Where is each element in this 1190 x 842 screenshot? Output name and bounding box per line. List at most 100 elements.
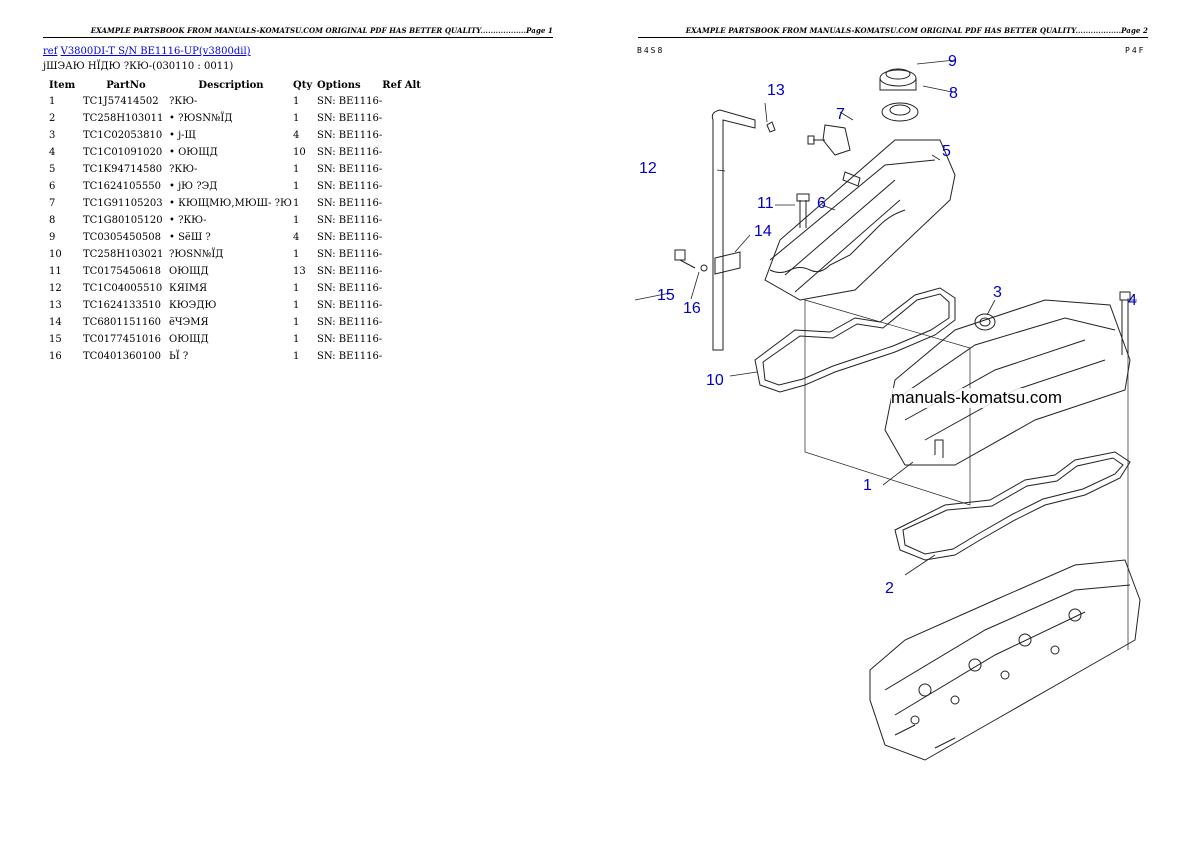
- cell-options: SN: BE1116-: [317, 215, 383, 226]
- cell-ref-alt: [382, 314, 422, 331]
- cell-description: ЬЇ ?: [169, 351, 189, 362]
- cell-item: 1: [49, 96, 56, 107]
- cell-description: • ОЮЩД: [169, 147, 218, 158]
- cell-item: 16: [49, 351, 62, 362]
- callout-7: 7: [836, 106, 845, 123]
- cell-qty: 4: [293, 130, 300, 141]
- cell-ref-alt: [382, 212, 422, 229]
- parts-table: Item PartNo Description Qty Options Ref …: [43, 77, 422, 365]
- cell-options: SN: BE1116-: [317, 249, 383, 260]
- cell-qty: 1: [293, 283, 300, 294]
- cell-partno: TC1C04005510: [83, 283, 163, 294]
- cell-ref-alt: [382, 110, 422, 127]
- cell-options: SN: BE1116-: [317, 130, 383, 141]
- cell-partno: TC258H103011: [83, 113, 164, 124]
- callout-2: 2: [885, 580, 894, 597]
- corner-code-right: P4F: [1125, 46, 1146, 55]
- col-description: Description: [198, 79, 264, 91]
- cell-ref-alt: [382, 161, 422, 178]
- cell-description: ?КЮ-: [169, 164, 198, 175]
- callout-4: 4: [1128, 292, 1137, 309]
- cell-qty: 1: [293, 113, 300, 124]
- cell-description: • ј-Щ: [169, 130, 196, 141]
- cell-qty: 1: [293, 181, 300, 192]
- cell-item: 10: [49, 249, 62, 260]
- cell-options: SN: BE1116-: [317, 96, 383, 107]
- cell-options: SN: BE1116-: [317, 113, 383, 124]
- callout-1: 1: [863, 477, 872, 494]
- col-qty: Qty: [293, 79, 313, 91]
- cell-item: 13: [49, 300, 62, 311]
- cell-description: ?ЮSN№ЇД: [169, 249, 224, 260]
- cell-ref-alt: [382, 280, 422, 297]
- cell-qty: 1: [293, 96, 300, 107]
- cell-ref-alt: [382, 348, 422, 365]
- cell-item: 4: [49, 147, 56, 158]
- page-header: EXAMPLE PARTSBOOK FROM MANUALS-KOMATSU.C…: [43, 26, 553, 38]
- cell-partno: TC0401360100: [83, 351, 161, 362]
- page-header-2: EXAMPLE PARTSBOOK FROM MANUALS-KOMATSU.C…: [638, 26, 1148, 38]
- cell-options: SN: BE1116-: [317, 283, 383, 294]
- cell-partno: TC1K94714580: [83, 164, 163, 175]
- callout-14: 14: [754, 223, 772, 240]
- cell-ref-alt: [382, 93, 422, 110]
- cell-options: SN: BE1116-: [317, 232, 383, 243]
- cell-qty: 1: [293, 351, 300, 362]
- callout-12: 12: [639, 160, 657, 177]
- cell-item: 9: [49, 232, 56, 243]
- cell-item: 7: [49, 198, 56, 209]
- cell-partno: TC1624133510: [83, 300, 161, 311]
- model-link[interactable]: V3800DI-T S/N BE1116-UP(v3800dil): [60, 46, 251, 57]
- cell-item: 3: [49, 130, 56, 141]
- cell-qty: 1: [293, 164, 300, 175]
- page-2: EXAMPLE PARTSBOOK FROM MANUALS-KOMATSU.C…: [595, 0, 1190, 842]
- cell-ref-alt: [382, 178, 422, 195]
- watermark-text: manuals-komatsu.com: [891, 388, 1063, 408]
- cell-partno: TC0305450508: [83, 232, 161, 243]
- section-title: јШЭАЮ НЇДЮ ?КЮ-(030110 : 0011): [43, 61, 234, 72]
- cell-description: • ?ЮSN№ЇД: [169, 113, 233, 124]
- cell-options: SN: BE1116-: [317, 300, 383, 311]
- cell-item: 2: [49, 113, 56, 124]
- cell-description: • јЮ ?ЭД: [169, 181, 218, 192]
- corner-code-left: B4S8: [637, 46, 665, 55]
- cell-description: ?КЮ-: [169, 96, 198, 107]
- cell-ref-alt: [382, 263, 422, 280]
- cell-ref-alt: [382, 195, 422, 212]
- cell-qty: 10: [293, 147, 306, 158]
- callout-16: 16: [683, 300, 701, 317]
- cell-item: 14: [49, 317, 62, 328]
- cell-description: ёЧЭМЯ: [169, 317, 209, 328]
- cell-options: SN: BE1116-: [317, 266, 383, 277]
- callout-13: 13: [767, 82, 785, 99]
- cell-ref-alt: [382, 229, 422, 246]
- cell-qty: 1: [293, 334, 300, 345]
- callout-8: 8: [949, 85, 958, 102]
- page-1: EXAMPLE PARTSBOOK FROM MANUALS-KOMATSU.C…: [43, 26, 553, 365]
- col-ref-alt: Ref Alt: [382, 79, 421, 91]
- callout-9: 9: [948, 53, 957, 70]
- cell-options: SN: BE1116-: [317, 334, 383, 345]
- callout-10: 10: [706, 372, 724, 389]
- cell-partno: TC258H103021: [83, 249, 164, 260]
- cell-item: 8: [49, 215, 56, 226]
- cell-description: ОЮЩД: [169, 266, 209, 277]
- ref-link[interactable]: ref: [43, 46, 58, 57]
- cell-qty: 4: [293, 232, 300, 243]
- cell-description: • КЮЩМЮ,МЮШ- ?Ю: [169, 198, 292, 209]
- cell-options: SN: BE1116-: [317, 164, 383, 175]
- cell-qty: 1: [293, 198, 300, 209]
- reference-line: ref V3800DI-T S/N BE1116-UP(v3800dil): [43, 46, 251, 57]
- cell-partno: TC0175450618: [83, 266, 161, 277]
- callout-11: 11: [757, 195, 774, 212]
- cell-options: SN: BE1116-: [317, 351, 383, 362]
